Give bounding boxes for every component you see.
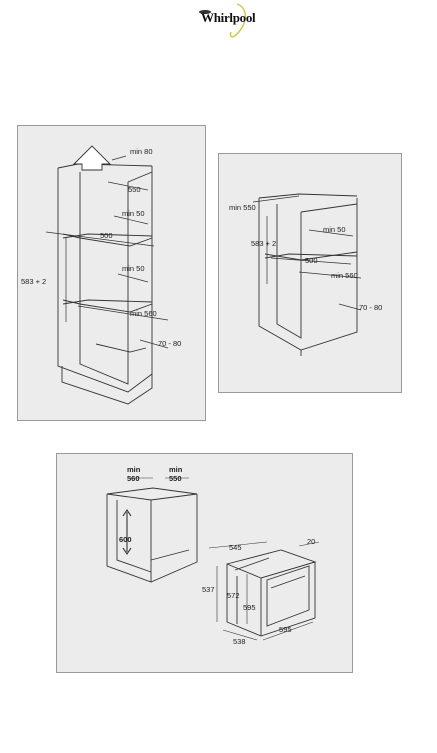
label-595-h: 595 [243, 603, 256, 612]
label-20: 20 [307, 537, 315, 546]
label-538: 538 [233, 637, 246, 646]
label-min50-mid: min 50 [122, 264, 145, 273]
label-572: 572 [227, 591, 240, 600]
label-min-b: min [169, 465, 183, 474]
brand-name: Whirlpool [201, 10, 256, 25]
label-500: 500 [305, 256, 318, 265]
undercounter-diagram: min 560 min 550 600 545 20 537 572 595 5… [56, 453, 353, 673]
label-583: 583 + 2 [21, 277, 46, 286]
label-min50: min 50 [323, 225, 346, 234]
label-550: 550 [169, 474, 182, 483]
whirlpool-logo: Whirlpool [193, 2, 263, 40]
label-500: 500 [100, 231, 113, 240]
label-min550: min 550 [229, 203, 256, 212]
wall-cabinet-diagram: min 550 583 + 2 min 50 500 min 560 70 - … [218, 153, 402, 393]
label-560: 560 [127, 474, 140, 483]
label-70-80: 70 - 80 [359, 303, 382, 312]
label-600: 600 [119, 535, 132, 544]
label-70-80: 70 - 80 [158, 339, 181, 348]
tall-cabinet-diagram: min 80 550 min 50 500 min 50 583 + 2 min… [17, 125, 206, 421]
label-min560: min 560 [331, 271, 358, 280]
label-min-a: min [127, 465, 141, 474]
label-583: 583 + 2 [251, 239, 276, 248]
label-min560: min 560 [130, 309, 157, 318]
label-min50-top: min 50 [122, 209, 145, 218]
label-595-w: 595 [279, 625, 292, 634]
label-min80: min 80 [130, 147, 153, 156]
label-545: 545 [229, 543, 242, 552]
label-537: 537 [202, 585, 215, 594]
logo-swirl-icon [199, 3, 246, 38]
label-550: 550 [128, 185, 141, 194]
